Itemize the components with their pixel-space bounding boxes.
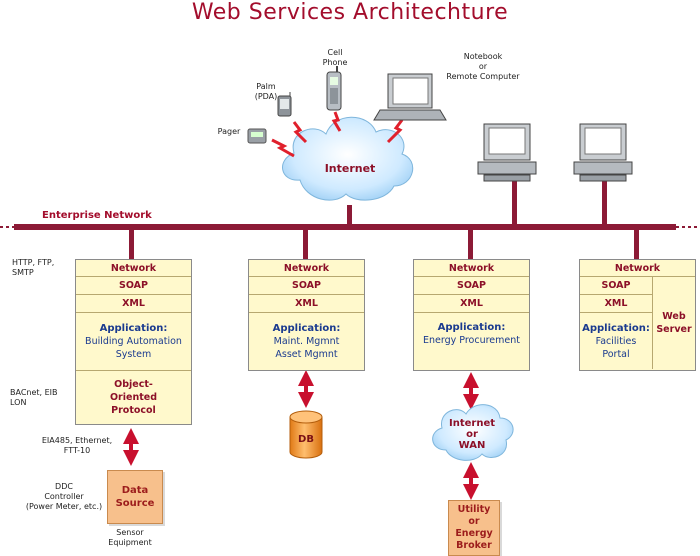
notebook-label: Notebook or Remote Computer — [446, 52, 520, 81]
db-label: DB — [298, 434, 314, 445]
palm-pda-icon — [277, 92, 292, 117]
pager-icon — [247, 128, 267, 144]
cell-phone-icon — [326, 66, 342, 111]
xml-layer: XML — [76, 295, 191, 313]
cell-phone-label: Cell Phone — [322, 48, 348, 67]
object-oriented-protocol-layer: Object- Oriented Protocol — [109, 379, 157, 416]
stack-energy-procurement: Network SOAP XML Application: Energy Pro… — [413, 259, 530, 371]
desktop-computer-icon — [573, 123, 633, 182]
protocols-label: HTTP, FTP, SMTP — [12, 258, 55, 277]
web-server-layer: Web Server — [656, 311, 692, 335]
database-cylinder — [289, 410, 323, 459]
wireless-link-icon — [292, 121, 308, 144]
enterprise-network-label: Enterprise Network — [42, 210, 152, 221]
ddc-label: DDC Controller (Power Meter, etc.) — [25, 482, 103, 511]
utility-box: Utility or Energy Broker — [448, 500, 500, 556]
wireless-link-icon — [271, 138, 295, 158]
wan-cloud-label: Internet or WAN — [448, 418, 495, 451]
diagram-title: Web Services Architechture — [191, 0, 509, 25]
internet-cloud-label: Internet — [324, 162, 376, 175]
bacnet-label: BACnet, EIB LON — [10, 388, 58, 407]
network-layer: Network — [76, 260, 191, 277]
wireless-link-icon — [331, 111, 342, 132]
soap-layer: SOAP — [76, 277, 191, 295]
desktop-computer-icon — [477, 123, 537, 182]
soap-layer: SOAP — [580, 277, 652, 295]
application-layer: Application: Energy Procurement — [423, 322, 520, 346]
xml-layer: XML — [249, 295, 364, 313]
stack-facilities-portal: Network SOAP XML Application: Facilities… — [579, 259, 696, 371]
palm-label: Palm (PDA) — [254, 82, 278, 101]
application-layer: Application: Building Automation System — [76, 313, 191, 371]
internet-cloud — [282, 116, 414, 201]
data-source-box: Data Source — [107, 470, 163, 524]
wireless-link-icon — [386, 119, 404, 144]
enterprise-network-bus — [14, 224, 676, 230]
xml-layer: XML — [414, 295, 529, 313]
eia-label: EIA485, Ethernet, FTT-10 — [41, 436, 113, 455]
network-layer: Network — [414, 260, 529, 277]
soap-layer: SOAP — [249, 277, 364, 295]
stack-building-automation: Network SOAP XML Application: Building A… — [75, 259, 192, 425]
application-layer: Application: Maint. Mgmnt Asset Mgmnt — [272, 323, 341, 360]
stack-maintenance: Network SOAP XML Application: Maint. Mgm… — [248, 259, 365, 371]
network-layer: Network — [580, 260, 695, 277]
notebook-icon — [373, 73, 447, 121]
soap-layer: SOAP — [414, 277, 529, 295]
xml-layer: XML — [580, 295, 652, 313]
wan-cloud — [432, 404, 514, 461]
application-layer: Application: Facilities Portal — [582, 322, 650, 360]
network-layer: Network — [249, 260, 364, 277]
pager-label: Pager — [217, 127, 241, 136]
sensor-label: Sensor Equipment — [108, 528, 152, 547]
